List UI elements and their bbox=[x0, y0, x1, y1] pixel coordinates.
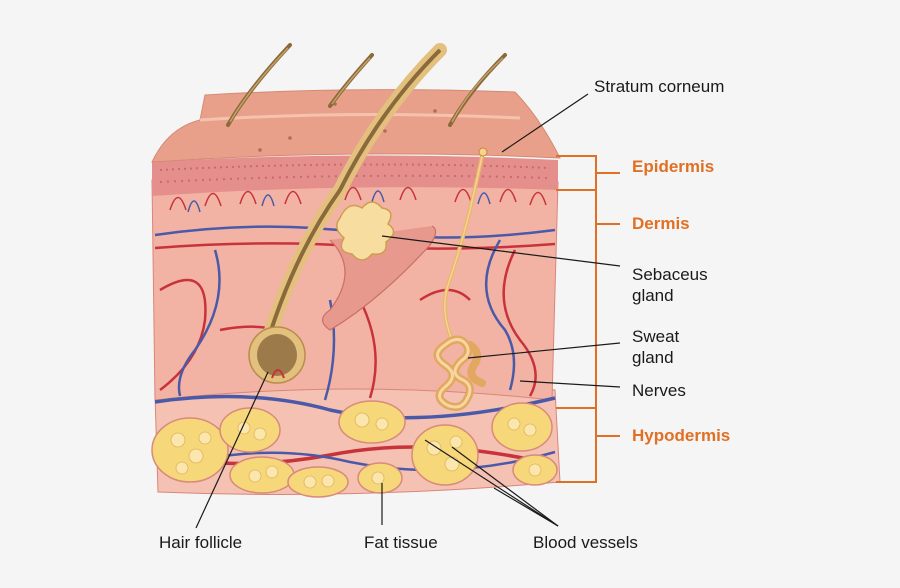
hypodermis-label: Hypodermis bbox=[632, 426, 731, 445]
nerves-label: Nerves bbox=[632, 381, 686, 400]
sweat-gland-label-line2: gland bbox=[632, 348, 674, 367]
blood-vessels-label: Blood vessels bbox=[533, 533, 638, 552]
hair-follicle-label: Hair follicle bbox=[159, 533, 243, 552]
sebaceus-gland-label-line2: gland bbox=[632, 286, 674, 305]
fat-tissue-label: Fat tissue bbox=[364, 533, 438, 552]
sebaceus-gland-label-line1: Sebaceus bbox=[632, 265, 708, 284]
sweat-gland-label-line1: Sweat bbox=[632, 327, 680, 346]
epidermis-label: Epidermis bbox=[632, 157, 715, 176]
stratum-corneum-label: Stratum corneum bbox=[594, 77, 725, 96]
dermis-label: Dermis bbox=[632, 214, 690, 233]
